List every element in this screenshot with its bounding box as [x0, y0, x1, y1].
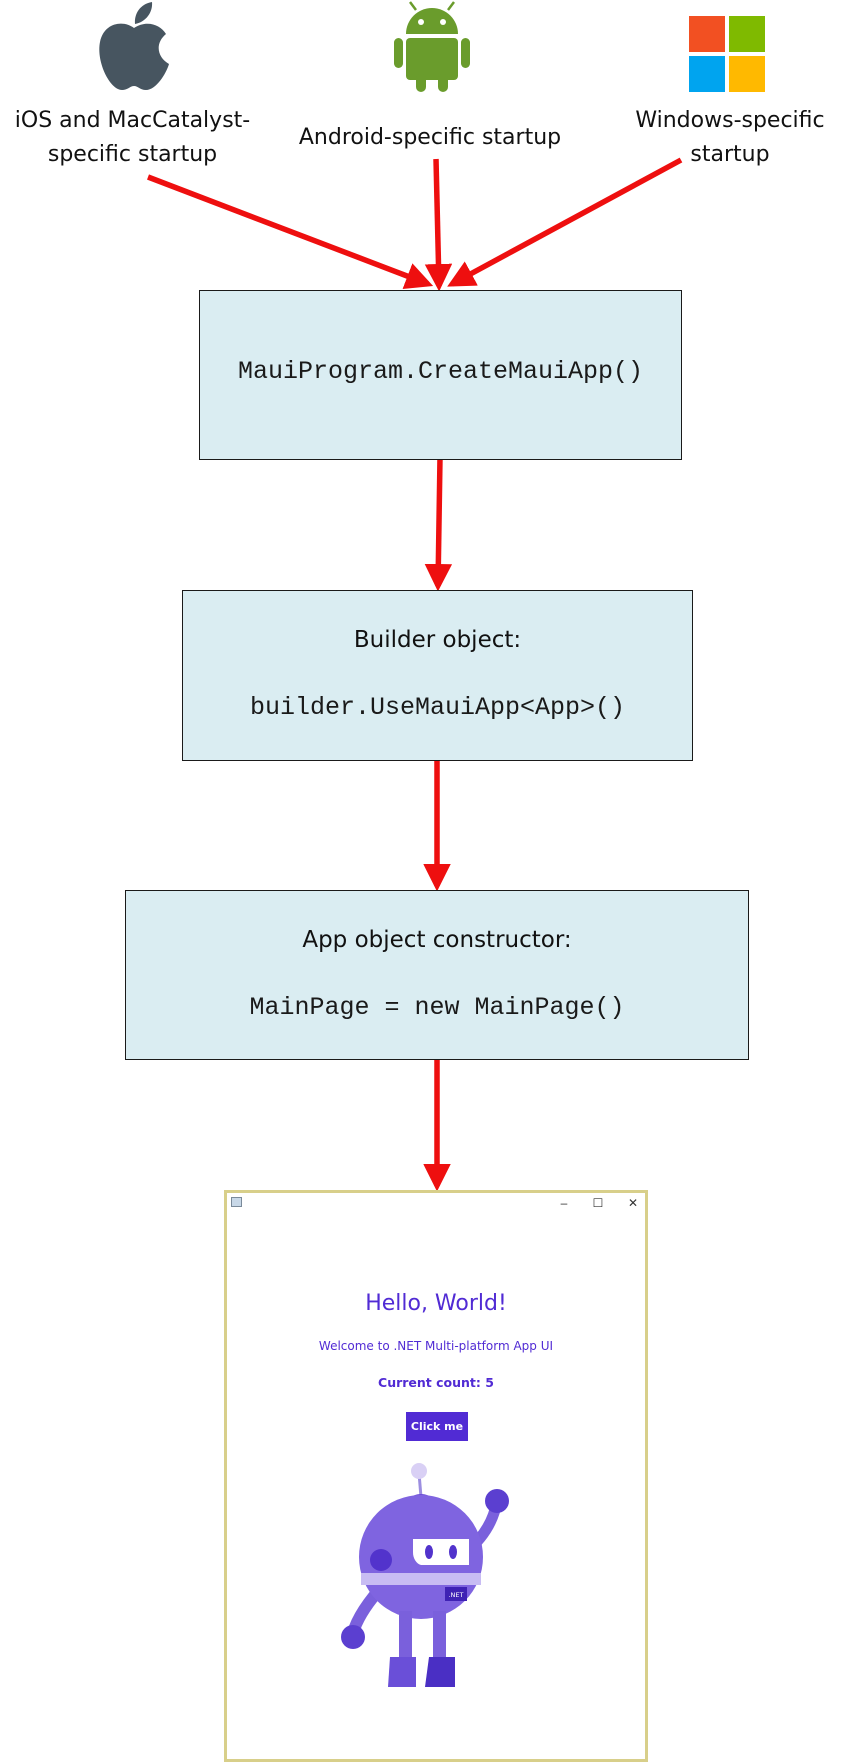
- app-constructor-box: App object constructor: MainPage = new M…: [125, 890, 749, 1060]
- hello-heading: Hello, World!: [365, 1291, 507, 1316]
- click-me-button[interactable]: Click me: [406, 1412, 468, 1441]
- arrow-windows-to-maui: [447, 157, 683, 287]
- ios-startup-label: iOS and MacCatalyst- specific startup: [0, 104, 265, 172]
- android-icon: [394, 1, 470, 92]
- builder-box-code: builder.UseMauiApp<App>(): [249, 693, 626, 722]
- windows-startup-label-line2: startup: [690, 142, 770, 167]
- window-app-icon: [231, 1197, 242, 1207]
- app-constructor-code: MainPage = new MainPage(): [249, 993, 625, 1022]
- window-titlebar: – ☐ ✕: [227, 1193, 645, 1213]
- builder-box: Builder object: builder.UseMauiApp<App>(…: [182, 590, 693, 761]
- arrow-ios-to-maui: [147, 174, 434, 289]
- windows-icon: [689, 16, 765, 92]
- android-startup-label-line1: Android-specific startup: [298, 125, 562, 150]
- minimize-button[interactable]: –: [560, 1196, 568, 1210]
- apple-icon: [99, 2, 169, 90]
- close-button[interactable]: ✕: [627, 1196, 639, 1210]
- app-window: – ☐ ✕ Hello, World! Welcome to .NET Mult…: [224, 1190, 648, 1762]
- maui-program-code: MauiProgram.CreateMauiApp(): [237, 357, 644, 386]
- windows-startup-label: Windows-specific startup: [610, 104, 850, 172]
- builder-box-title: Builder object:: [353, 627, 522, 653]
- arrow-maui-to-builder: [424, 457, 453, 592]
- app-constructor-title: App object constructor:: [302, 927, 572, 953]
- maui-program-box: MauiProgram.CreateMauiApp(): [199, 290, 682, 460]
- current-count-label: Current count: 5: [378, 1375, 494, 1390]
- maximize-button[interactable]: ☐: [592, 1196, 604, 1210]
- windows-startup-label-line1: Windows-specific: [635, 108, 825, 133]
- dotnet-bot-image: .NET: [341, 1463, 509, 1687]
- ios-startup-label-line2: specific startup: [47, 142, 218, 167]
- arrow-android-to-maui: [424, 158, 453, 292]
- dotnet-badge-text: .NET: [448, 1591, 463, 1599]
- welcome-subtitle: Welcome to .NET Multi-platform App UI: [318, 1339, 554, 1353]
- android-startup-label: Android-specific startup: [280, 121, 580, 155]
- ios-startup-label-line1: iOS and MacCatalyst-: [14, 108, 251, 133]
